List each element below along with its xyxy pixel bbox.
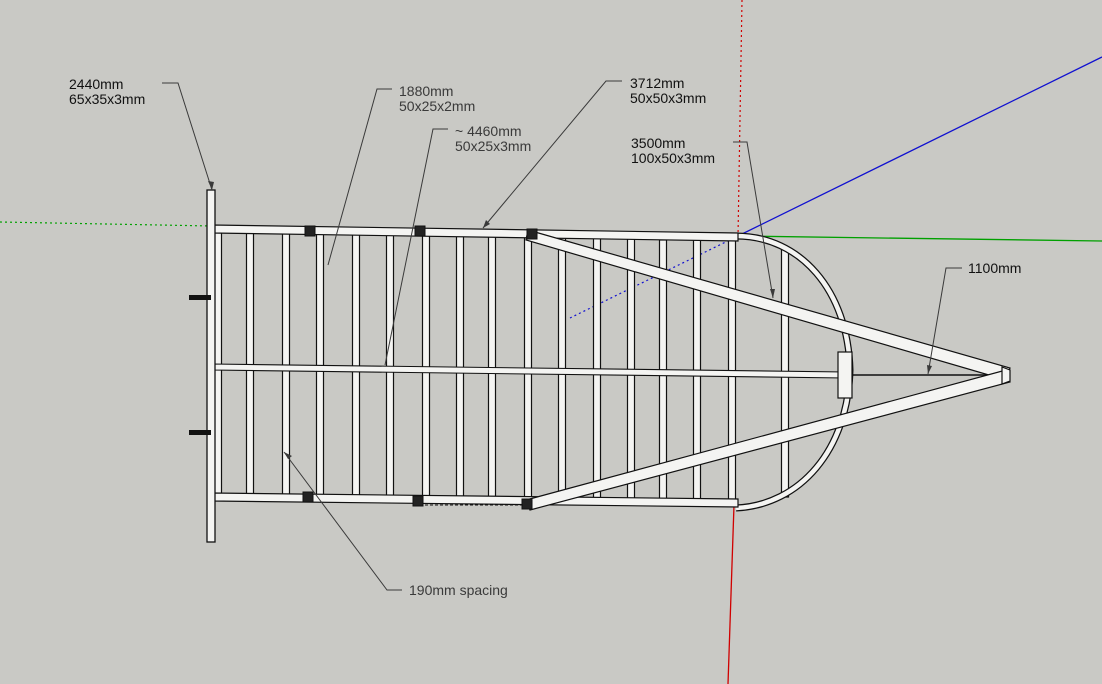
label-crossmember: 1880mm 50x25x2mm <box>399 84 475 114</box>
leader-rear-bar <box>162 82 213 191</box>
rear-bar <box>206 189 216 543</box>
rail-clamp <box>526 228 538 240</box>
coupling-plate <box>837 351 853 399</box>
crossmember-bar <box>455 232 465 500</box>
rail-clamp <box>412 495 424 507</box>
spacing-text: 190mm spacing <box>409 582 508 598</box>
rear-bar-section: 65x35x3mm <box>69 91 146 107</box>
side-rail-length: 3712mm <box>630 75 685 91</box>
rail-clamp <box>304 225 316 237</box>
trailer-frame <box>189 189 1011 543</box>
crossmember-bar <box>421 232 431 499</box>
red-axis <box>727 504 735 684</box>
rail-clamp <box>521 498 533 510</box>
leader-arrowheads <box>208 181 932 459</box>
centre-rail-section: 50x25x3mm <box>455 138 532 154</box>
crossmember-bar <box>385 231 395 499</box>
rail-clamp <box>414 225 426 237</box>
leader-centre-rail <box>384 128 448 366</box>
rear-bar-length: 2440mm <box>69 76 124 92</box>
red-axis-dotted <box>737 0 743 238</box>
label-drawbar: 3500mm 100x50x3mm <box>631 136 715 166</box>
label-rear-bar: 2440mm 65x35x3mm <box>69 77 145 107</box>
leader-nose <box>927 267 962 375</box>
rear-pin <box>189 430 211 435</box>
leader-crossmember <box>327 88 392 266</box>
label-spacing: 190mm spacing <box>409 583 508 598</box>
top-side-rail <box>211 224 739 242</box>
green-axis <box>737 235 1102 242</box>
green-axis-dotted <box>0 221 213 227</box>
drawbar-section: 100x50x3mm <box>631 150 716 166</box>
hitch-point <box>1001 366 1011 385</box>
leader-side-rail <box>482 80 622 229</box>
crossmember-bar <box>487 232 497 500</box>
crossmember-bar <box>523 233 533 501</box>
rail-clamp <box>302 491 314 503</box>
crossmember-bar <box>351 231 361 499</box>
leader-drawbar <box>733 141 774 299</box>
centre-rail-length: ~ 4460mm <box>455 123 522 139</box>
side-rail-section: 50x50x3mm <box>630 90 707 106</box>
label-centre-rail: ~ 4460mm 50x25x3mm <box>455 124 531 154</box>
leader-lines <box>162 80 962 591</box>
label-side-rail: 3712mm 50x50x3mm <box>630 76 706 106</box>
label-nose: 1100mm <box>968 261 1021 276</box>
rear-pin <box>189 295 211 300</box>
leader-spacing <box>283 451 402 591</box>
crossmember-section: 50x25x2mm <box>399 98 476 114</box>
drawbar-length: 3500mm <box>631 135 686 151</box>
nose-length: 1100mm <box>968 260 1022 276</box>
blue-axis <box>737 56 1102 237</box>
crossmember-length: 1880mm <box>399 83 454 99</box>
